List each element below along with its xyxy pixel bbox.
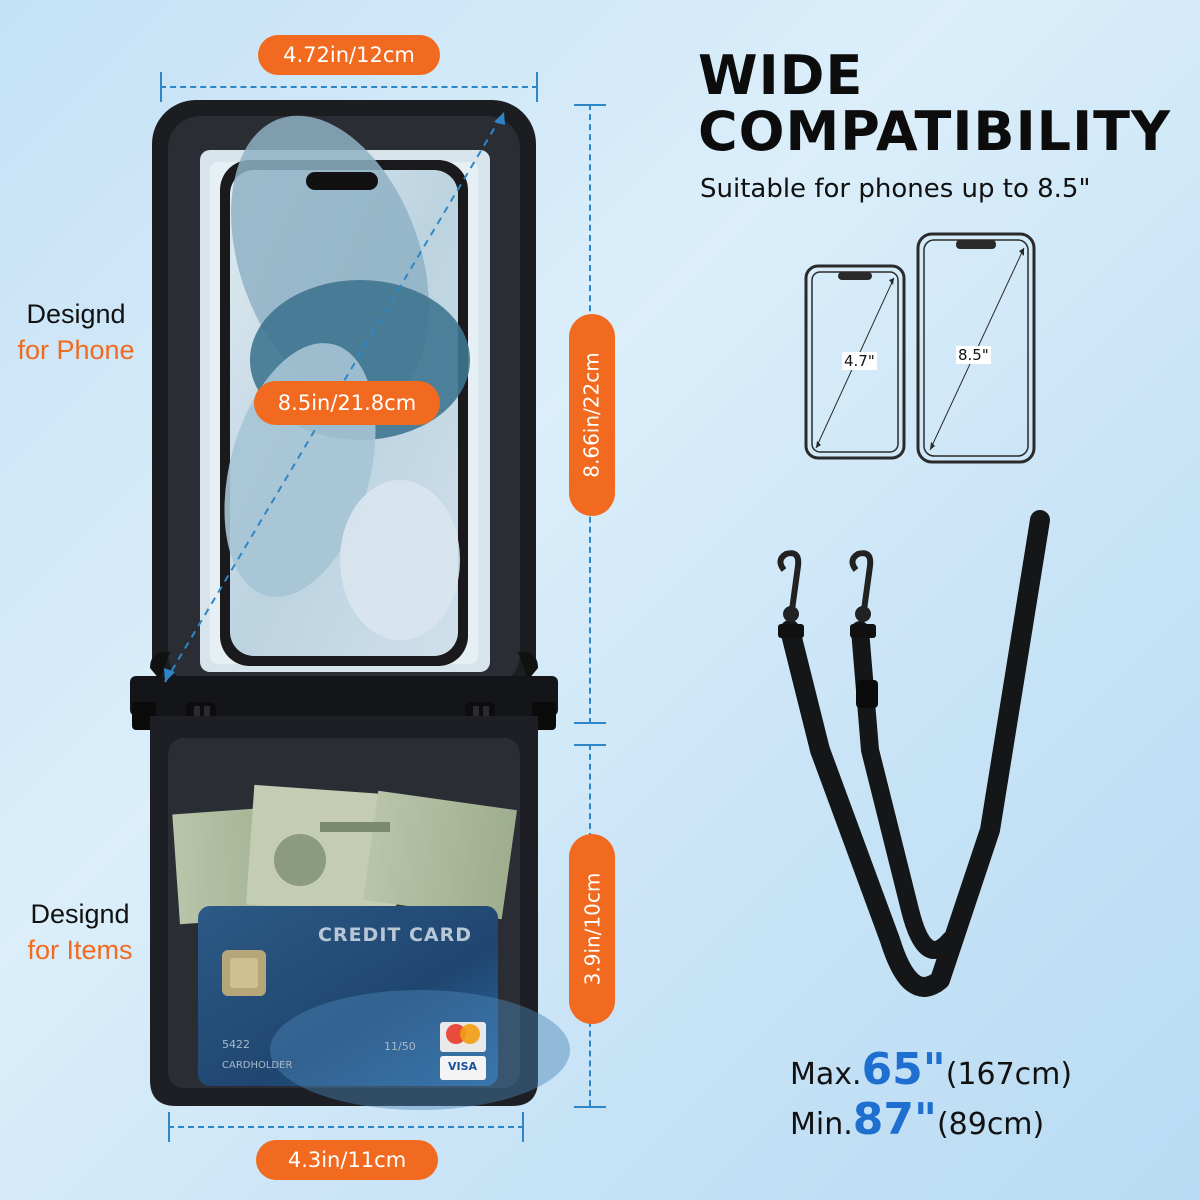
lanyard-image <box>777 510 1050 997</box>
min-metric: (89cm) <box>936 1107 1045 1142</box>
lanyard-clip-right <box>849 550 876 638</box>
large-phone-size: 8.5" <box>956 346 991 364</box>
items-label-line1: Designd <box>30 899 130 929</box>
max-metric: (167cm) <box>945 1057 1073 1092</box>
phone-label-line1: Designd <box>26 299 126 329</box>
dimension-cap <box>574 1106 606 1108</box>
card-number: 5422 <box>222 1038 250 1051</box>
card-holder: CARDHOLDER <box>222 1060 293 1071</box>
diagonal-label: 8.5in/21.8cm <box>254 381 440 425</box>
lanyard-adjuster <box>856 680 878 708</box>
card-brand: VISA <box>448 1060 478 1073</box>
headline-line1: WIDE <box>698 44 864 107</box>
credit-card <box>198 906 570 1110</box>
phone-size-comparison <box>804 232 1036 464</box>
top-width-line <box>160 86 538 88</box>
phone-label-line2: for Phone <box>17 335 135 365</box>
items-section-label: Designd for Items <box>8 896 152 968</box>
phone-section-label: Designd for Phone <box>4 296 148 368</box>
card-title: CREDIT CARD <box>318 924 473 946</box>
lower-height-label: 3.9in/10cm <box>569 834 615 1024</box>
small-phone-size: 4.7" <box>842 352 877 370</box>
top-width-label: 4.72in/12cm <box>258 35 440 75</box>
min-value: 87" <box>852 1094 937 1145</box>
lanyard-min: Min.87"(89cm) <box>790 1094 1044 1145</box>
lanyard-max: Max.65"(167cm) <box>790 1044 1072 1095</box>
max-label: Max. <box>790 1057 862 1092</box>
max-value: 65" <box>861 1044 946 1095</box>
bottom-width-line <box>168 1126 524 1128</box>
bottom-width-label: 4.3in/11cm <box>256 1140 438 1180</box>
headline: WIDE COMPATIBILITY <box>698 48 1171 160</box>
min-label: Min. <box>790 1107 853 1142</box>
upper-height-label: 8.66in/22cm <box>569 314 615 516</box>
lanyard-clip-left <box>777 550 804 638</box>
headline-line2: COMPATIBILITY <box>698 100 1172 163</box>
lower-height-text: 3.9in/10cm <box>580 872 604 986</box>
subheadline: Suitable for phones up to 8.5" <box>700 174 1091 204</box>
zip-closure <box>130 651 558 730</box>
upper-height-text: 8.66in/22cm <box>580 352 604 478</box>
cash-bills <box>172 784 517 925</box>
card-expiry: 11/50 <box>384 1040 416 1053</box>
items-label-line2: for Items <box>27 935 133 965</box>
